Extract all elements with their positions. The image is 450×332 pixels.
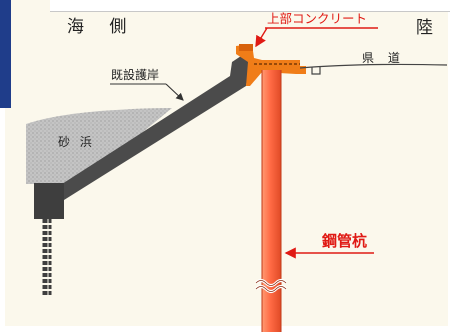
- sand-beach-label: 砂 浜: [58, 135, 95, 149]
- steel-pipe-pile: [262, 70, 281, 332]
- sand-beach-mound: [26, 108, 172, 184]
- land-side-label: 陸: [416, 18, 433, 38]
- prefectural-road-label: 県 道: [362, 51, 405, 65]
- ground-line: [299, 63, 448, 69]
- upper-concrete-cap: [239, 44, 253, 51]
- road-gutter: [311, 67, 321, 75]
- top-border-strip: [50, 0, 450, 12]
- pile-break-mark: [255, 280, 287, 286]
- revetment-leader: [165, 83, 184, 101]
- upper-concrete-body: [236, 44, 306, 86]
- upper-concrete-label: 上部コンクリート: [267, 11, 368, 26]
- steel-pipe-pile-label: 鋼管杭: [322, 232, 368, 250]
- sea-side-label: 海 側: [67, 17, 137, 37]
- upper-concrete-leader: [255, 27, 268, 48]
- revetment-toe-block: [34, 183, 64, 219]
- pile-break-mark: [255, 286, 287, 292]
- existing-revetment-label: 既設護岸: [111, 68, 160, 82]
- side-tab: [0, 0, 11, 108]
